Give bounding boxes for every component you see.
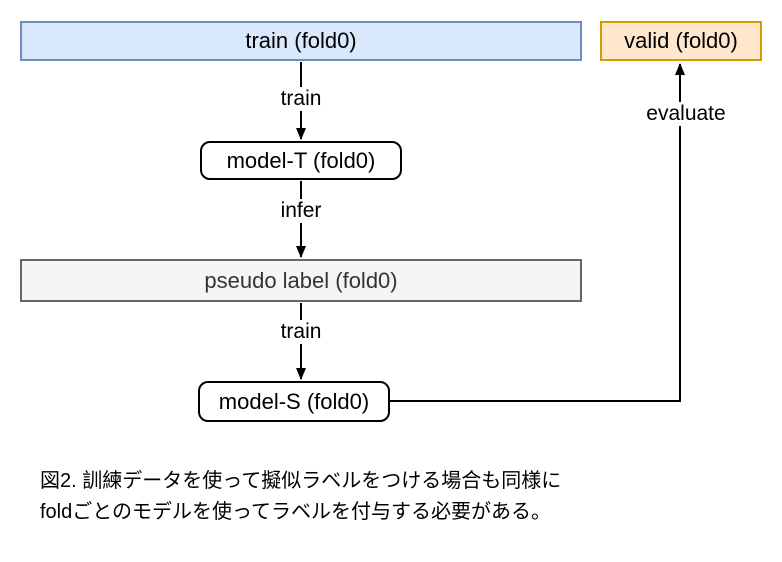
- node-pseudo-label: pseudo label (fold0): [20, 259, 582, 302]
- edge-label-evaluate: evaluate: [643, 102, 729, 126]
- arrow-model-s-to-valid: [390, 63, 685, 402]
- caption-line-1: 図2. 訓練データを使って擬似ラベルをつける場合も同様に: [40, 470, 562, 492]
- node-model-t: model-T (fold0): [200, 141, 402, 180]
- node-valid: valid (fold0): [600, 21, 762, 61]
- edge-label-train-bottom: train: [277, 320, 325, 344]
- edge-label-train-top: train: [277, 87, 325, 111]
- node-model-s: model-S (fold0): [198, 381, 390, 422]
- caption-line-2: foldごとのモデルを使ってラベルを付与する必要がある。: [40, 501, 552, 523]
- figure-caption: 図2. 訓練データを使って擬似ラベルをつける場合も同様に foldごとのモデルを…: [40, 466, 561, 528]
- node-train: train (fold0): [20, 21, 582, 61]
- edge-label-infer: infer: [277, 199, 325, 223]
